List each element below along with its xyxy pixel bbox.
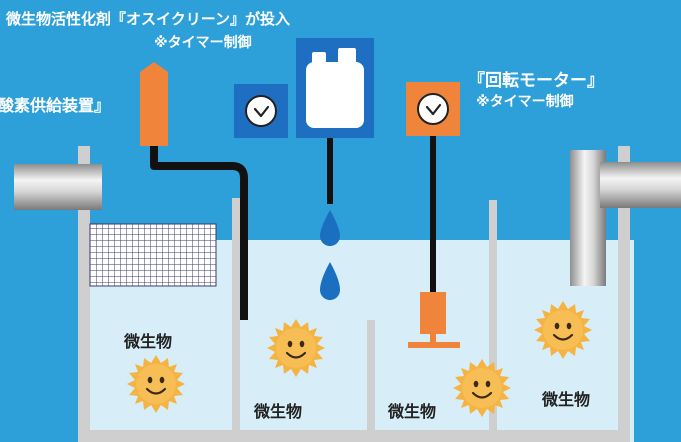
clock-icon <box>244 94 278 128</box>
oxygen-device-label: 酸素供給装置』 <box>0 96 111 115</box>
motor-paddle <box>408 342 460 348</box>
motor-title: 『回転モーター』 <box>468 71 604 91</box>
activator-timer-note: ※タイマー制御 <box>154 35 252 51</box>
tank-left-wall <box>78 146 90 442</box>
container-icon <box>306 62 364 128</box>
inlet-pipe <box>14 164 102 210</box>
air-pipe <box>150 146 248 320</box>
partition-3 <box>489 200 497 432</box>
tank-bottom <box>78 430 630 442</box>
outlet-pipe <box>600 162 681 208</box>
activator-title: 微生物活性化剤『オスイクリーン』が投入 <box>6 10 290 28</box>
oxygen-device-icon <box>140 62 168 146</box>
microbe-label: 微生物 <box>124 332 173 351</box>
microbe-label: 微生物 <box>542 390 591 409</box>
filter-mesh <box>89 223 217 287</box>
motor-timer-note: ※タイマー制御 <box>476 94 574 110</box>
water-drop-icon <box>320 210 340 246</box>
partition-1 <box>232 198 240 432</box>
microbe-label: 微生物 <box>388 402 437 421</box>
water-drop-icon <box>320 262 340 300</box>
motor-icon <box>420 292 446 334</box>
tank-right-wall <box>618 146 630 442</box>
microbe-label: 微生物 <box>254 402 303 421</box>
clock-icon <box>416 92 450 126</box>
partition-2 <box>367 320 375 432</box>
